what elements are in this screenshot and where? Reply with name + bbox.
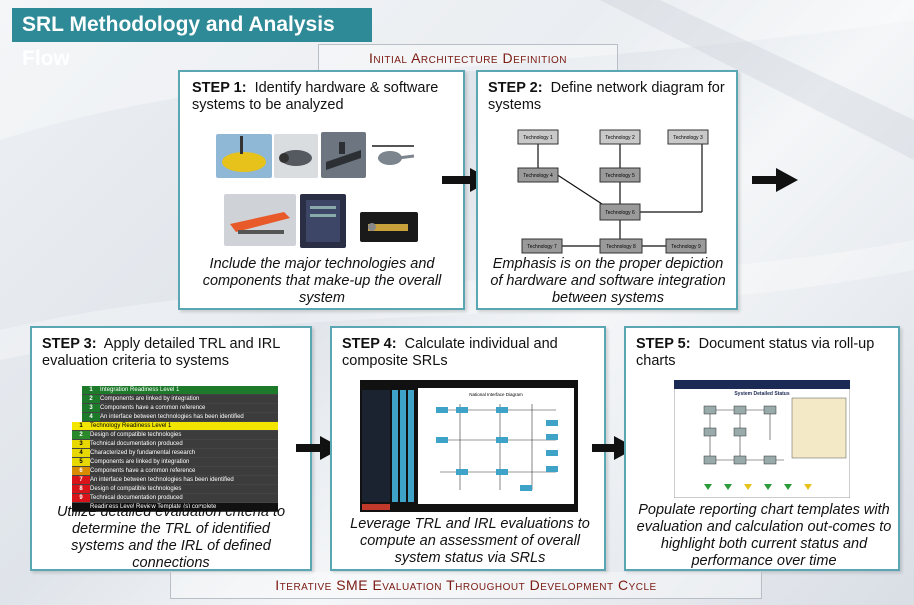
svg-text:System Detailed Status: System Detailed Status bbox=[734, 391, 790, 397]
step-5-panel: STEP 5: Document status via roll-up char… bbox=[624, 326, 900, 571]
svg-text:Technology 9: Technology 9 bbox=[671, 244, 701, 250]
svg-text:Technology 1: Technology 1 bbox=[523, 135, 553, 141]
step-4-panel: STEP 4: Calculate individual and composi… bbox=[330, 326, 606, 571]
svg-text:Technology 4: Technology 4 bbox=[523, 173, 553, 179]
step-5-label: STEP 5: bbox=[636, 336, 691, 352]
step-1-caption: Include the major technologies and compo… bbox=[202, 256, 442, 306]
network-node-2: Technology 2 bbox=[599, 129, 641, 145]
svg-text:Technology 6: Technology 6 bbox=[605, 210, 635, 216]
step-3-label: STEP 3: bbox=[42, 336, 97, 352]
svg-text:Technology 2: Technology 2 bbox=[605, 135, 635, 141]
step-3-text: Apply detailed TRL and IRL evaluation cr… bbox=[42, 336, 280, 369]
step-2-header: STEP 2: Define network diagram for syste… bbox=[488, 80, 728, 114]
banner-initial-architecture: Initial Architecture Definition bbox=[318, 44, 618, 71]
network-node-8: Technology 8 bbox=[599, 238, 643, 254]
network-node-7: Technology 7 bbox=[521, 238, 563, 254]
step-4-text: Calculate individual and composite SRLs bbox=[342, 336, 558, 369]
step-2-panel: STEP 2: Define network diagram for syste… bbox=[476, 70, 738, 310]
svg-text:Technology 3: Technology 3 bbox=[673, 135, 703, 141]
step-4-header: STEP 4: Calculate individual and composi… bbox=[342, 336, 602, 370]
step-5-text: Document status via roll-up charts bbox=[636, 336, 875, 369]
rollup-chart-screenshot: System Detailed Status bbox=[674, 380, 850, 498]
photo-underwater-vehicle bbox=[274, 134, 318, 178]
step-1-text: Identify hardware & software systems to … bbox=[192, 80, 439, 113]
step-2-label: STEP 2: bbox=[488, 80, 543, 96]
step-3-caption: Utilize detailed evaluation criteria to … bbox=[56, 504, 286, 571]
svg-text:Technology 5: Technology 5 bbox=[605, 173, 635, 179]
photo-torpedo-sled bbox=[224, 194, 296, 246]
network-node-4: Technology 4 bbox=[517, 167, 559, 183]
page-title: SRL Methodology and Analysis Flow bbox=[12, 8, 372, 70]
banner-iterative-evaluation: Iterative SME Evaluation Throughout Deve… bbox=[170, 572, 762, 599]
step-5-header: STEP 5: Document status via roll-up char… bbox=[636, 336, 896, 370]
network-node-1: Technology 1 bbox=[517, 129, 559, 145]
svg-text:Technology 8: Technology 8 bbox=[606, 244, 636, 250]
srl-calculation-screenshot: National Interface Diagram bbox=[360, 380, 578, 512]
network-node-9: Technology 9 bbox=[665, 238, 707, 254]
step-5-caption: Populate reporting chart templates with … bbox=[636, 502, 892, 569]
photo-yellow-submersible bbox=[216, 134, 272, 178]
network-node-6: Technology 6 bbox=[599, 203, 641, 221]
network-node-3: Technology 3 bbox=[667, 129, 709, 145]
step-3-panel: STEP 3: Apply detailed TRL and IRL evalu… bbox=[30, 326, 312, 571]
criteria-footer: Readiness Level Review Template (s) comp… bbox=[72, 503, 278, 512]
step-1-label: STEP 1: bbox=[192, 80, 247, 96]
network-node-5: Technology 5 bbox=[599, 167, 641, 183]
photo-sensor-module bbox=[360, 212, 418, 242]
arrow-step2-onward bbox=[752, 168, 798, 192]
step-2-text: Define network diagram for systems bbox=[488, 80, 725, 113]
network-nodes: Technology 1 Technology 2 Technology 3 T… bbox=[517, 129, 709, 254]
step-2-caption: Emphasis is on the proper depiction of h… bbox=[490, 256, 726, 306]
step-1-panel: STEP 1: Identify hardware & software sys… bbox=[178, 70, 465, 310]
svg-text:National Interface Diagram: National Interface Diagram bbox=[469, 392, 523, 397]
step-3-header: STEP 3: Apply detailed TRL and IRL evalu… bbox=[42, 336, 307, 370]
step-4-caption: Leverage TRL and IRL evaluations to comp… bbox=[350, 516, 590, 566]
network-diagram: Technology 1 Technology 2 Technology 3 T… bbox=[517, 129, 709, 254]
svg-text:Technology 7: Technology 7 bbox=[527, 244, 557, 250]
photo-helicopter-drone bbox=[368, 138, 418, 176]
photo-submarine bbox=[321, 132, 366, 178]
step-1-header: STEP 1: Identify hardware & software sys… bbox=[192, 80, 462, 114]
photo-server-rack bbox=[300, 194, 346, 248]
step-4-label: STEP 4: bbox=[342, 336, 397, 352]
